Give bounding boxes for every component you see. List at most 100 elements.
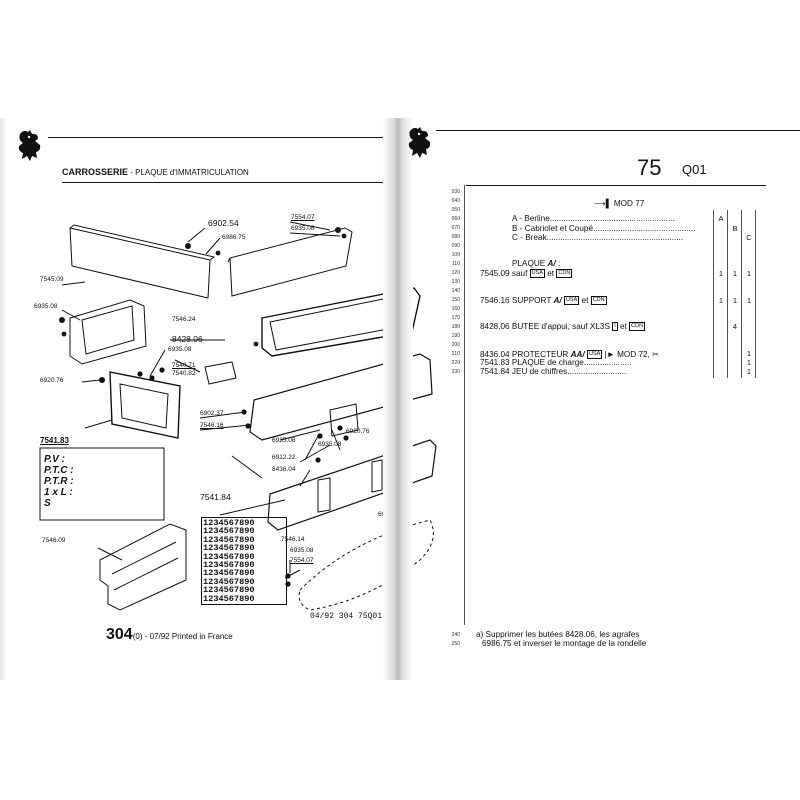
digit-row: 1234567890 [203, 585, 255, 596]
digit-row: 1234567890 [203, 576, 255, 587]
part-label: 8436.04 [272, 466, 296, 473]
col-rule [727, 210, 728, 378]
part-label: 7540.82 [172, 370, 196, 377]
part-label: 6912.22 [272, 454, 296, 461]
col-rule [755, 210, 756, 378]
section-title-main: CARROSSERIE [62, 167, 129, 177]
qty-a: 1 [718, 296, 724, 305]
part-row: 8436.04 PROTECTEUR AA/ USA |► MOD 72, ✂ [480, 349, 659, 360]
row-number: 180 [451, 324, 460, 330]
row-number: 040 [451, 198, 460, 204]
row-number: 160 [451, 306, 460, 312]
part-suffix: MOD 72, [617, 350, 650, 359]
part-label: 7540.71 [172, 362, 196, 369]
part-desc: PROTECTEUR [511, 350, 569, 359]
digit-row: 1234567890 [203, 534, 255, 545]
part-join: et [547, 269, 555, 278]
part-ref: 7541.83 [480, 358, 510, 367]
digit-row: 1234567890 [203, 560, 255, 571]
page-big-number: 75 [637, 155, 662, 180]
part-label: 6935.08 [318, 441, 342, 448]
plaque-label: PLAQUE [512, 259, 546, 268]
footnote-line: a) Supprimer les butées 8428.06, les agr… [476, 630, 640, 639]
header-rule [436, 130, 800, 131]
part-row: 8428.06 BUTEE d'appui, sauf XL3S I et CD… [480, 322, 646, 332]
load-plate-row: P.V : [44, 454, 65, 465]
part-ref: 7545.09 [480, 269, 510, 278]
brand-lion-logo [408, 127, 431, 158]
scissors-icon: ✂ [652, 350, 659, 359]
section-title: CARROSSERIE - PLAQUE d'IMMATRICULATION [62, 167, 249, 177]
page-code: Q01 [682, 162, 707, 177]
row-number: 210 [451, 351, 460, 357]
market-badge: CDN [590, 296, 607, 306]
header-rule [48, 137, 408, 138]
row-number: 070 [451, 225, 460, 231]
row-number: 030 [451, 189, 460, 195]
col-rule [741, 210, 742, 378]
row-number: 050 [451, 207, 460, 213]
part-desc: sauf [511, 269, 528, 278]
part-label: 6986.75 [222, 234, 246, 241]
qty-c: 1 [746, 269, 752, 278]
qty-b: 1 [732, 269, 738, 278]
row-number: 200 [451, 342, 460, 348]
part-ref: 7546.16 [480, 296, 510, 305]
part-join: et [581, 296, 589, 305]
variant-row: A - Berline.............................… [512, 214, 675, 223]
row-number: 140 [451, 288, 460, 294]
digit-row: 1234567890 [203, 593, 255, 604]
load-plate-row: S [44, 498, 51, 509]
row-number: 150 [451, 297, 460, 303]
part-row: 7541.83 PLAQUE de charge................… [480, 358, 632, 367]
digit-set: 1234567890 1234567890 1234567890 1234567… [201, 517, 287, 606]
row-number: 220 [451, 360, 460, 366]
part-label: 7554.07 [291, 214, 315, 221]
row-number: 120 [451, 270, 460, 276]
part-label: 7546.24 [172, 316, 196, 323]
part-ref: 8428.06 [480, 322, 510, 331]
part-label: 6935.08 [34, 303, 58, 310]
part-row: 7545.09 sauf USA et CDN [480, 269, 573, 279]
market-badge: I [612, 322, 618, 332]
book-gutter [383, 118, 413, 680]
part-label: 6935.08 [290, 547, 314, 554]
part-desc: PLAQUE de charge..................... [511, 358, 632, 367]
row-number: 080 [451, 234, 460, 240]
row-number: 060 [451, 216, 460, 222]
variant-symbol-icon: A/ [553, 296, 562, 305]
part-label: 6902.37 [200, 410, 224, 417]
digit-row: 1234567890 [203, 551, 255, 562]
part-label: 6935.08 [291, 225, 315, 232]
part-label: 7546.09 [42, 537, 66, 544]
footnote-line: 6986.75 et inverser le montage de la ron… [482, 639, 647, 648]
row-number: 170 [451, 315, 460, 321]
column-header-c: C [746, 233, 752, 242]
load-plate-row: 1 x L : [44, 487, 73, 498]
market-badge: CDN [629, 322, 646, 332]
part-ref: 8436.04 [480, 350, 510, 359]
variant-row: C - Break...............................… [512, 233, 684, 242]
qty-c: 1 [746, 296, 752, 305]
model-header-text: MOD 77 [613, 199, 645, 208]
part-desc: BUTEE d'appui, sauf XL3S [511, 322, 610, 331]
plaque-heading: PLAQUE A/ : [512, 259, 561, 268]
title-rule [62, 182, 384, 183]
part-label: 7545.09 [40, 276, 64, 283]
column-header-b: B [732, 224, 738, 233]
part-label: 7554.07 [290, 557, 314, 564]
part-ref: 7541.84 [480, 367, 510, 376]
market-badge: USA [563, 296, 580, 306]
qty-b: 4 [732, 322, 738, 331]
row-number: 090 [451, 243, 460, 249]
digit-row: 1234567890 [203, 518, 255, 528]
digit-row: 1234567890 [203, 543, 255, 554]
page-footer: 304(0) - 07/92 Printed in France [106, 626, 233, 644]
part-desc: SUPPORT [511, 296, 552, 305]
qty-c: 1 [746, 367, 752, 376]
column-header-a: A [718, 214, 724, 223]
page-edge-shadow [0, 118, 8, 680]
variant-row: B - Cabriolet et Coupé..................… [512, 224, 696, 233]
part-label: 7546.14 [281, 536, 305, 543]
brand-lion-logo [18, 130, 41, 161]
